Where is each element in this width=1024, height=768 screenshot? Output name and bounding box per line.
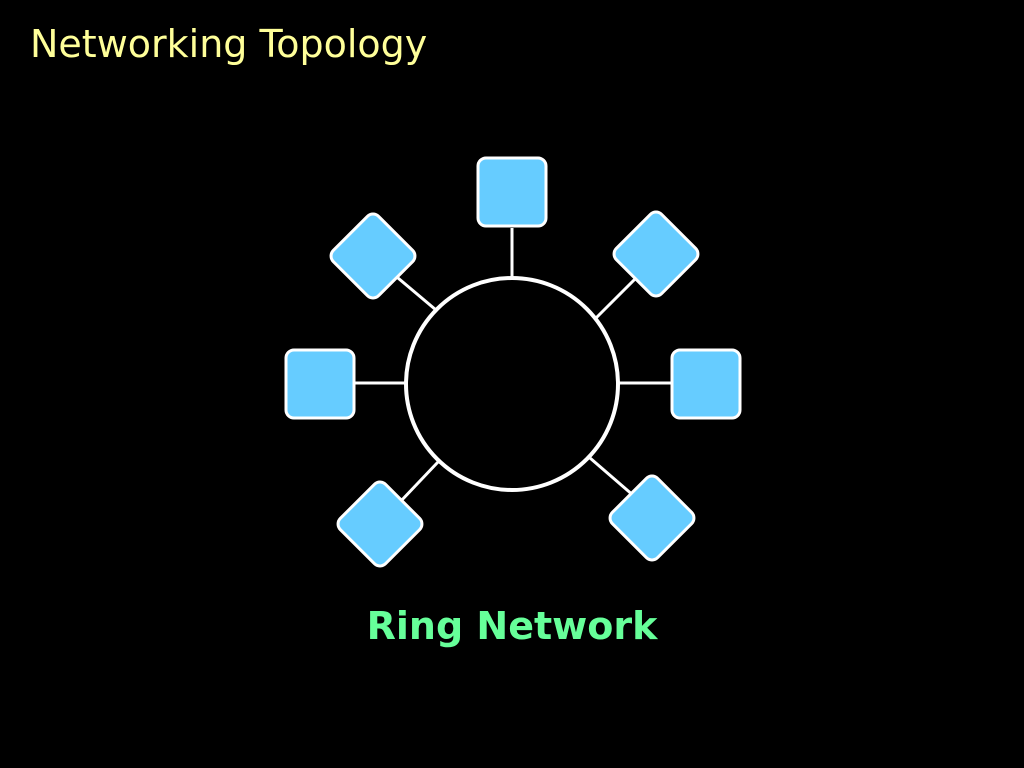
node-top [476,156,548,228]
node-left [284,348,356,420]
network-nodes [284,156,742,568]
node-bottom-right [608,474,696,562]
link-bottom-right [589,456,635,498]
node-top-right [612,210,700,298]
node-bottom-left [336,480,424,568]
node-right [670,348,742,420]
link-top-right [594,276,638,320]
link-top-left [397,276,437,312]
node-top-left [329,212,417,300]
slide-title: Networking Topology [30,22,428,66]
link-bottom-left [398,460,440,504]
diagram-caption: Ring Network [366,604,658,648]
ring-circle [404,276,620,492]
node-links [354,228,672,504]
